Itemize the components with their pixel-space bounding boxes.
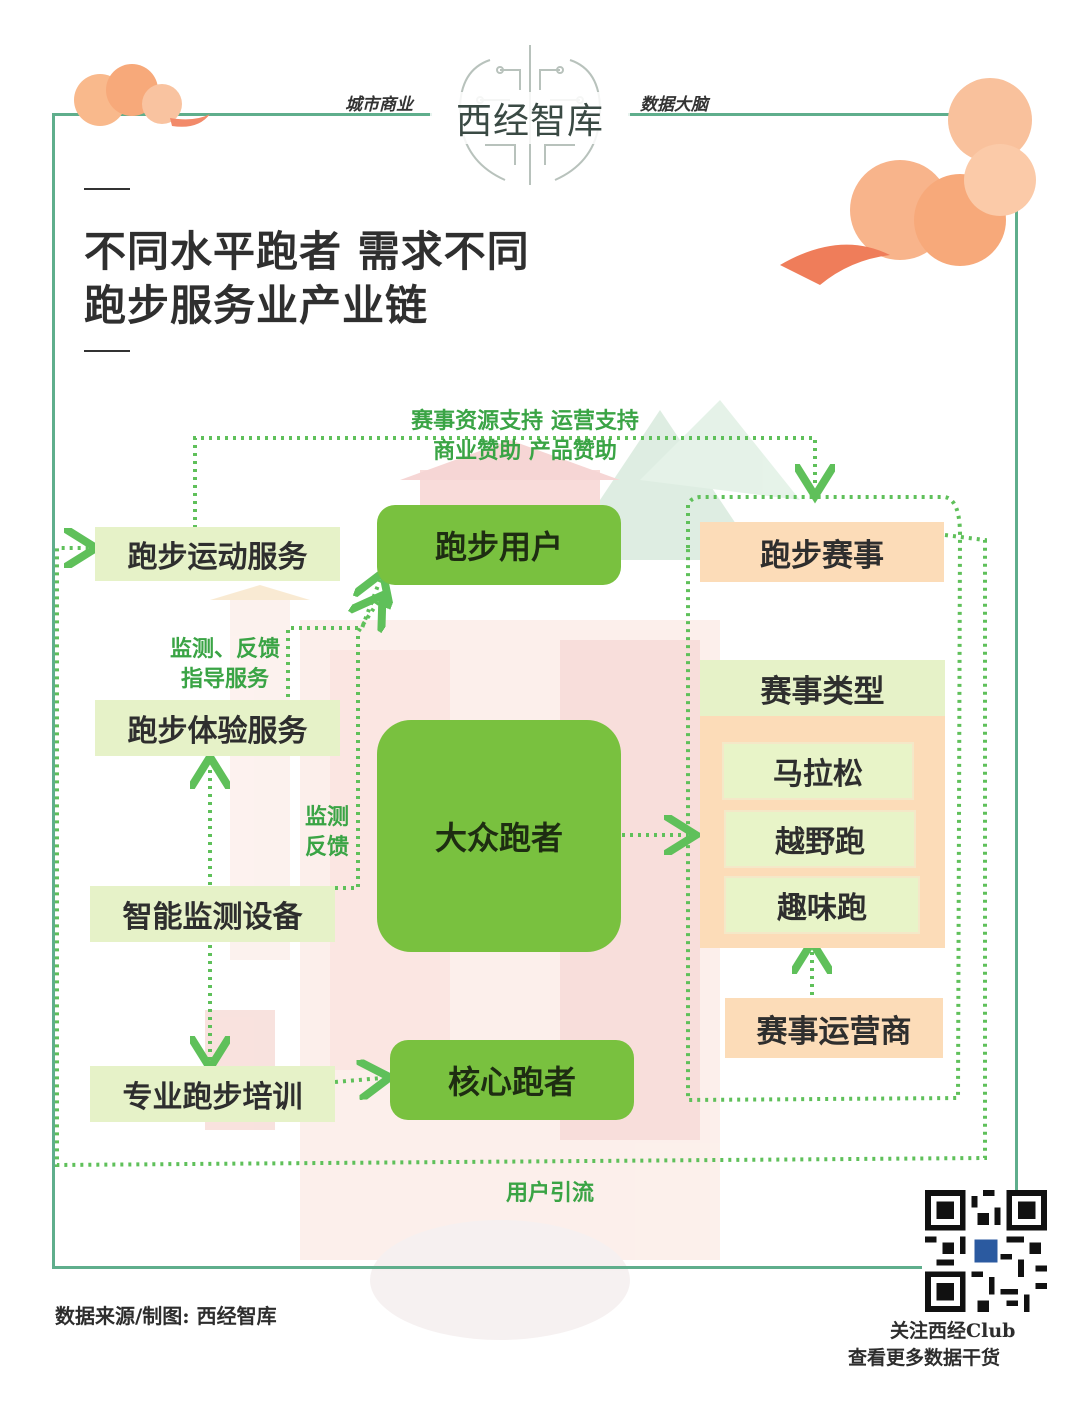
node-core-runners: 核心跑者 [390,1040,634,1120]
frame-top-right [628,113,1018,116]
node-running-events: 跑步赛事 [700,522,944,582]
training-to-core-line [334,1078,382,1082]
monitor-feedback-label: 监测 反馈 [296,802,358,862]
source-credit: 数据来源/制图: 西经智库 [55,1304,277,1328]
node-pro-training: 专业跑步培训 [90,1066,335,1122]
node-smart-device: 智能监测设备 [90,886,335,942]
page-title-line2: 跑步服务业产业链 [84,281,429,330]
follow-line2: 查看更多数据干货 [848,1347,1001,1369]
node-trail-run: 越野跑 [724,810,916,868]
events-dotted-frame [686,495,963,1103]
cloud-icon [780,78,1036,285]
node-running-service: 跑步运动服务 [95,527,340,581]
node-mass-runners: 大众跑者 [377,720,621,952]
monitor-feedback-line2: 反馈 [304,834,349,860]
frame-top-left [52,113,432,116]
node-fun-run: 趣味跑 [724,876,920,934]
frame-right [1015,113,1018,1193]
node-marathon: 马拉松 [722,742,914,800]
tagline-right: 数据大脑 [640,95,708,115]
top-loop-line [193,436,815,528]
cloud-icon [74,64,210,127]
tagline-left: 城市商业 [345,95,413,115]
monitor-guide-label: 监测、反馈 指导服务 [145,634,305,694]
node-event-operator: 赛事运营商 [725,998,943,1058]
device-to-users-line [335,602,378,890]
follow-line1: 关注西经Club [890,1320,1016,1342]
top-support-line2: 商业赞助 产品赞助 [433,438,617,464]
node-running-users: 跑步用户 [377,505,621,585]
node-experience-service: 跑步体验服务 [95,700,340,756]
monitor-feedback-line1: 监测 [304,804,349,830]
qr-code-icon[interactable] [925,1190,1047,1312]
top-support-label: 赛事资源支持 运营支持 商业赞助 产品赞助 [355,406,695,466]
user-traffic-label: 用户引流 [505,1180,594,1206]
frame-left [52,113,55,1268]
brand-logo: 西经智库 [430,40,630,190]
node-event-types: 赛事类型 [700,660,945,716]
title-rule-bottom [84,350,130,352]
monitor-guide-line2: 指导服务 [180,666,269,692]
title-rule-top [84,188,130,190]
brand-name: 西经智库 [430,92,630,144]
monitor-guide-line1: 监测、反馈 [169,636,280,662]
user-traffic-loop [55,535,987,1168]
page-title-line1: 不同水平跑者 需求不同 [84,227,530,276]
frame-bottom [52,1266,922,1269]
top-support-line1: 赛事资源支持 运营支持 [411,408,639,434]
